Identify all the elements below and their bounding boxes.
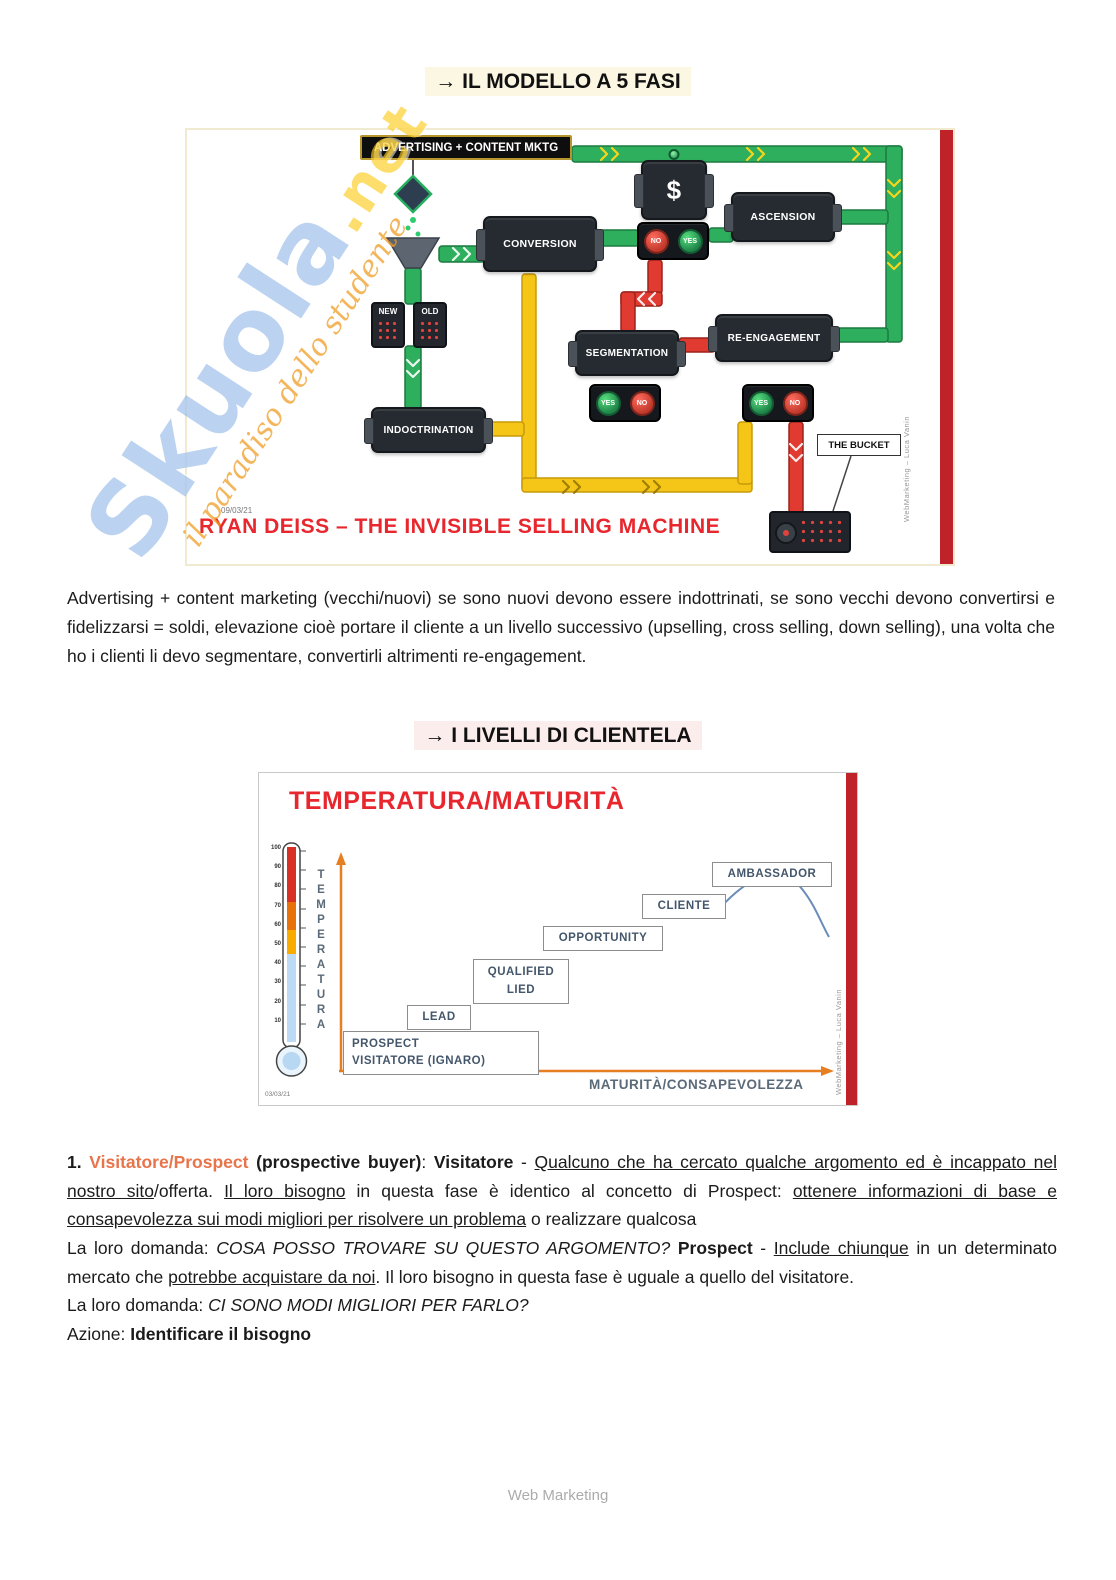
text-run: - bbox=[752, 1238, 774, 1259]
text-run: in un determinato mercato che bbox=[67, 1238, 1057, 1287]
machine-label: $ bbox=[666, 174, 682, 205]
traffic-light-segmentation: YES NO bbox=[589, 384, 661, 422]
chart-title: TEMPERATURA/MATURITÀ bbox=[289, 787, 625, 815]
text-run: 1. bbox=[67, 1152, 90, 1172]
yes-lamp: YES bbox=[595, 390, 621, 416]
thermometer-icon bbox=[275, 842, 308, 1077]
dot-grid-icon bbox=[419, 320, 441, 342]
figure-credit: WebMarketing – Luca Vanin bbox=[834, 988, 843, 1095]
text-run: La loro domanda: bbox=[67, 1238, 217, 1259]
machine-label: ASCENSION bbox=[750, 211, 816, 223]
text-run: Visitatore bbox=[433, 1152, 514, 1172]
level-box-ambassador: AMBASSADOR bbox=[712, 862, 832, 887]
text-run: ottenere informazioni di base e consapev… bbox=[67, 1180, 1057, 1230]
funnel-assembly bbox=[385, 160, 441, 269]
machine-label: RE-ENGAGEMENT bbox=[727, 332, 821, 344]
red-side-bar bbox=[846, 773, 857, 1105]
text-run: in questa fase è identico al concetto di… bbox=[345, 1180, 793, 1201]
levels-body-text: 1. Visitatore/Prospect (prospective buye… bbox=[67, 1148, 1057, 1349]
text-run bbox=[248, 1152, 256, 1172]
figure-date: 09/03/21 bbox=[221, 506, 253, 515]
level-box-lead: LEAD bbox=[407, 1005, 471, 1030]
wheel-icon bbox=[775, 522, 797, 544]
no-lamp: NO bbox=[782, 390, 808, 416]
text-run: . Il loro bisogno in questa fase è ugual… bbox=[375, 1266, 855, 1287]
lamp-label: NO bbox=[636, 399, 648, 407]
model-paragraph: Advertising + content marketing (vecchi/… bbox=[67, 588, 1055, 667]
advertising-content-header: ADVERTISING + CONTENT MKTG bbox=[360, 135, 572, 160]
section-title-text: → I LIVELLI DI CLIENTELA bbox=[414, 721, 702, 750]
yes-lamp: YES bbox=[677, 228, 703, 254]
level-box-qualified: QUALIFIED LIED bbox=[473, 959, 569, 1004]
machine-re-engagement: RE-ENGAGEMENT bbox=[708, 314, 840, 362]
text-run: Prospect bbox=[677, 1238, 753, 1259]
machine-label: SEGMENTATION bbox=[585, 347, 669, 359]
figure-credit: WebMarketing – Luca Vanin bbox=[902, 415, 911, 522]
machine-segmentation: SEGMENTATION bbox=[568, 330, 686, 376]
text-run: /offerta. bbox=[153, 1180, 225, 1201]
text-run: Visitatore/Prospect bbox=[89, 1152, 249, 1172]
text-run: (prospective buyer) bbox=[256, 1152, 422, 1172]
machine-conversion: CONVERSION bbox=[476, 216, 604, 272]
text-run: La loro domanda: bbox=[67, 1295, 209, 1316]
lamp-label: YES bbox=[600, 399, 615, 407]
section-title-text: → IL MODELLO A 5 FASI bbox=[425, 67, 691, 96]
level-box-opportunity: OPPORTUNITY bbox=[543, 926, 663, 951]
machine-ascension: ASCENSION bbox=[724, 192, 842, 242]
text-run bbox=[670, 1238, 678, 1258]
text-run: Il loro bisogno bbox=[224, 1180, 346, 1201]
traffic-light-sale: NO YES bbox=[637, 222, 709, 260]
level-box-cliente: CLIENTE bbox=[642, 894, 726, 919]
box-old: OLD bbox=[413, 302, 447, 348]
red-side-bar bbox=[940, 130, 953, 564]
bucket-sign-label: THE BUCKET bbox=[828, 439, 890, 451]
machine-label: INDOCTRINATION bbox=[383, 424, 474, 436]
text-run: COSA POSSO TROVARE SU QUESTO ARGOMENTO? bbox=[216, 1238, 671, 1259]
section-title-model: → IL MODELLO A 5 FASI bbox=[0, 67, 1116, 96]
bucket-machine bbox=[769, 511, 851, 553]
text-run: Identificare il bisogno bbox=[130, 1324, 312, 1345]
lamp-label: YES bbox=[753, 399, 768, 407]
no-lamp: NO bbox=[629, 390, 655, 416]
text-run: o realizzare qualcosa bbox=[526, 1209, 697, 1230]
machine-diagram-canvas: ADVERTISING + CONTENT MKTG CONVERSION $ … bbox=[191, 134, 927, 558]
machine-indoctrination: INDOCTRINATION bbox=[364, 407, 493, 453]
lamp-label: NO bbox=[789, 399, 801, 407]
text-run: CI SONO MODI MIGLIORI PER FARLO? bbox=[208, 1295, 529, 1316]
figure-invisible-selling-machine: ADVERTISING + CONTENT MKTG CONVERSION $ … bbox=[185, 128, 955, 566]
green-beacon-icon bbox=[668, 149, 680, 160]
bucket-sign-post bbox=[832, 455, 852, 512]
box-label: NEW bbox=[378, 307, 398, 316]
section-title-levels: → I LIVELLI DI CLIENTELA bbox=[0, 721, 1116, 750]
lamp-label: NO bbox=[650, 237, 662, 245]
y-axis-label: TEMPERATURA bbox=[315, 869, 327, 1034]
no-lamp: NO bbox=[643, 228, 669, 254]
text-run: - bbox=[513, 1152, 535, 1172]
dot-grid-icon bbox=[377, 320, 399, 342]
machine-label: CONVERSION bbox=[503, 238, 577, 250]
yellow-pipes bbox=[485, 273, 753, 493]
dot-grid-icon bbox=[799, 518, 844, 546]
x-axis-label: MATURITÀ/CONSAPEVOLEZZA bbox=[589, 1077, 804, 1092]
yes-lamp: YES bbox=[748, 390, 774, 416]
traffic-light-re-engagement: YES NO bbox=[742, 384, 814, 422]
machine-dollar: $ bbox=[634, 149, 714, 220]
pipe-chevrons bbox=[405, 146, 902, 495]
box-new: NEW bbox=[371, 302, 405, 348]
figure-caption: RYAN DEISS – THE INVISIBLE SELLING MACHI… bbox=[199, 515, 721, 538]
text-run: Qualcuno che ha cercato qualche argoment… bbox=[67, 1152, 1058, 1201]
text-run: : bbox=[421, 1152, 434, 1172]
box-label: OLD bbox=[421, 307, 439, 316]
figure-temperatura-maturita: TEMPERATURA/MATURITÀ 100 90 80 70 60 50 … bbox=[258, 772, 858, 1106]
lamp-label: YES bbox=[682, 237, 697, 245]
header-label: ADVERTISING + CONTENT MKTG bbox=[373, 141, 559, 154]
page-footer: Web Marketing bbox=[507, 1487, 609, 1504]
bucket-sign: THE BUCKET bbox=[817, 434, 901, 456]
text-run: Azione: bbox=[67, 1324, 131, 1345]
thermometer-ticks: 100 90 80 70 60 50 40 30 20 10 bbox=[270, 845, 281, 1024]
text-run: Include chiunque bbox=[773, 1238, 909, 1259]
figure-date: 03/03/21 bbox=[265, 1091, 291, 1098]
text-run: potrebbe acquistare da noi bbox=[168, 1266, 376, 1287]
level-box-prospect: PROSPECT VISITATORE (IGNARO) bbox=[343, 1031, 539, 1075]
